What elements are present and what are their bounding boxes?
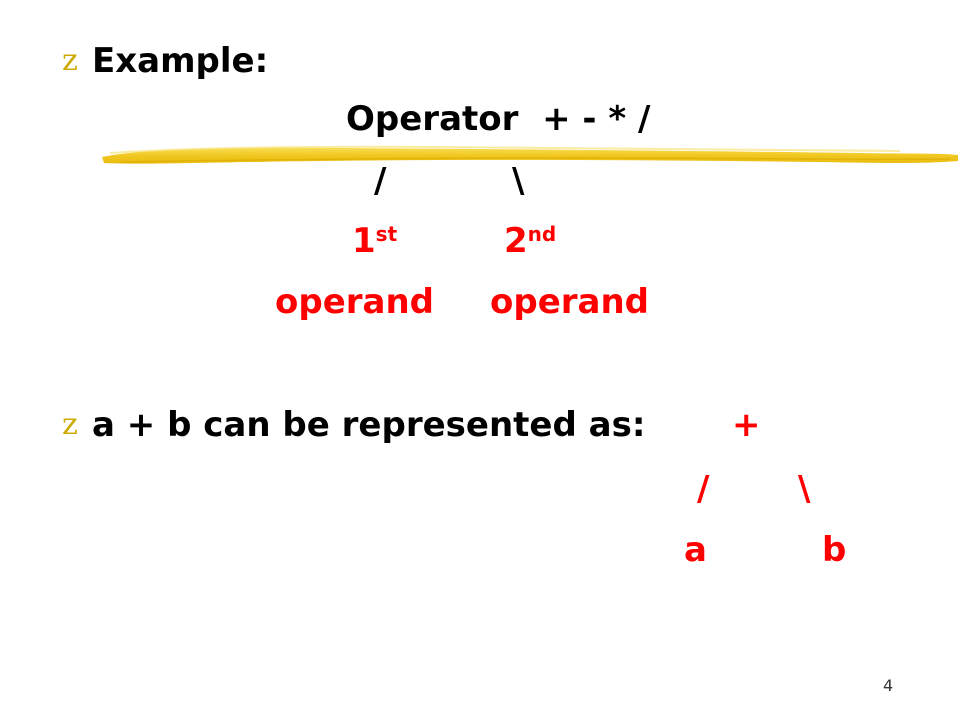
second-number: 2 <box>504 221 528 261</box>
expression-root: + <box>732 405 761 445</box>
first-number: 1 <box>352 221 376 261</box>
expression-leaf-a: a <box>684 530 707 570</box>
expression-text: a + b can be represented as: <box>92 405 646 445</box>
first-label: 1st <box>352 224 397 258</box>
bullet-icon: z <box>62 43 78 78</box>
tree-left-slash: / <box>374 161 387 201</box>
example-heading: Example: <box>92 41 269 81</box>
second-label: 2nd <box>504 224 556 258</box>
expression-right-slash: \ <box>798 469 811 509</box>
expression-left-slash: / <box>697 469 710 509</box>
operator-line: Operator + - * / <box>346 99 651 139</box>
expression-leaf-b: b <box>822 530 847 570</box>
first-suffix: st <box>375 222 398 246</box>
highlighter-stroke <box>102 145 958 164</box>
second-suffix: nd <box>527 222 557 246</box>
operand-right: operand <box>490 282 650 322</box>
operand-left: operand <box>275 282 435 322</box>
tree-right-slash: \ <box>512 161 525 201</box>
bullet-icon: z <box>62 407 78 442</box>
page-number: 4 <box>883 676 894 695</box>
